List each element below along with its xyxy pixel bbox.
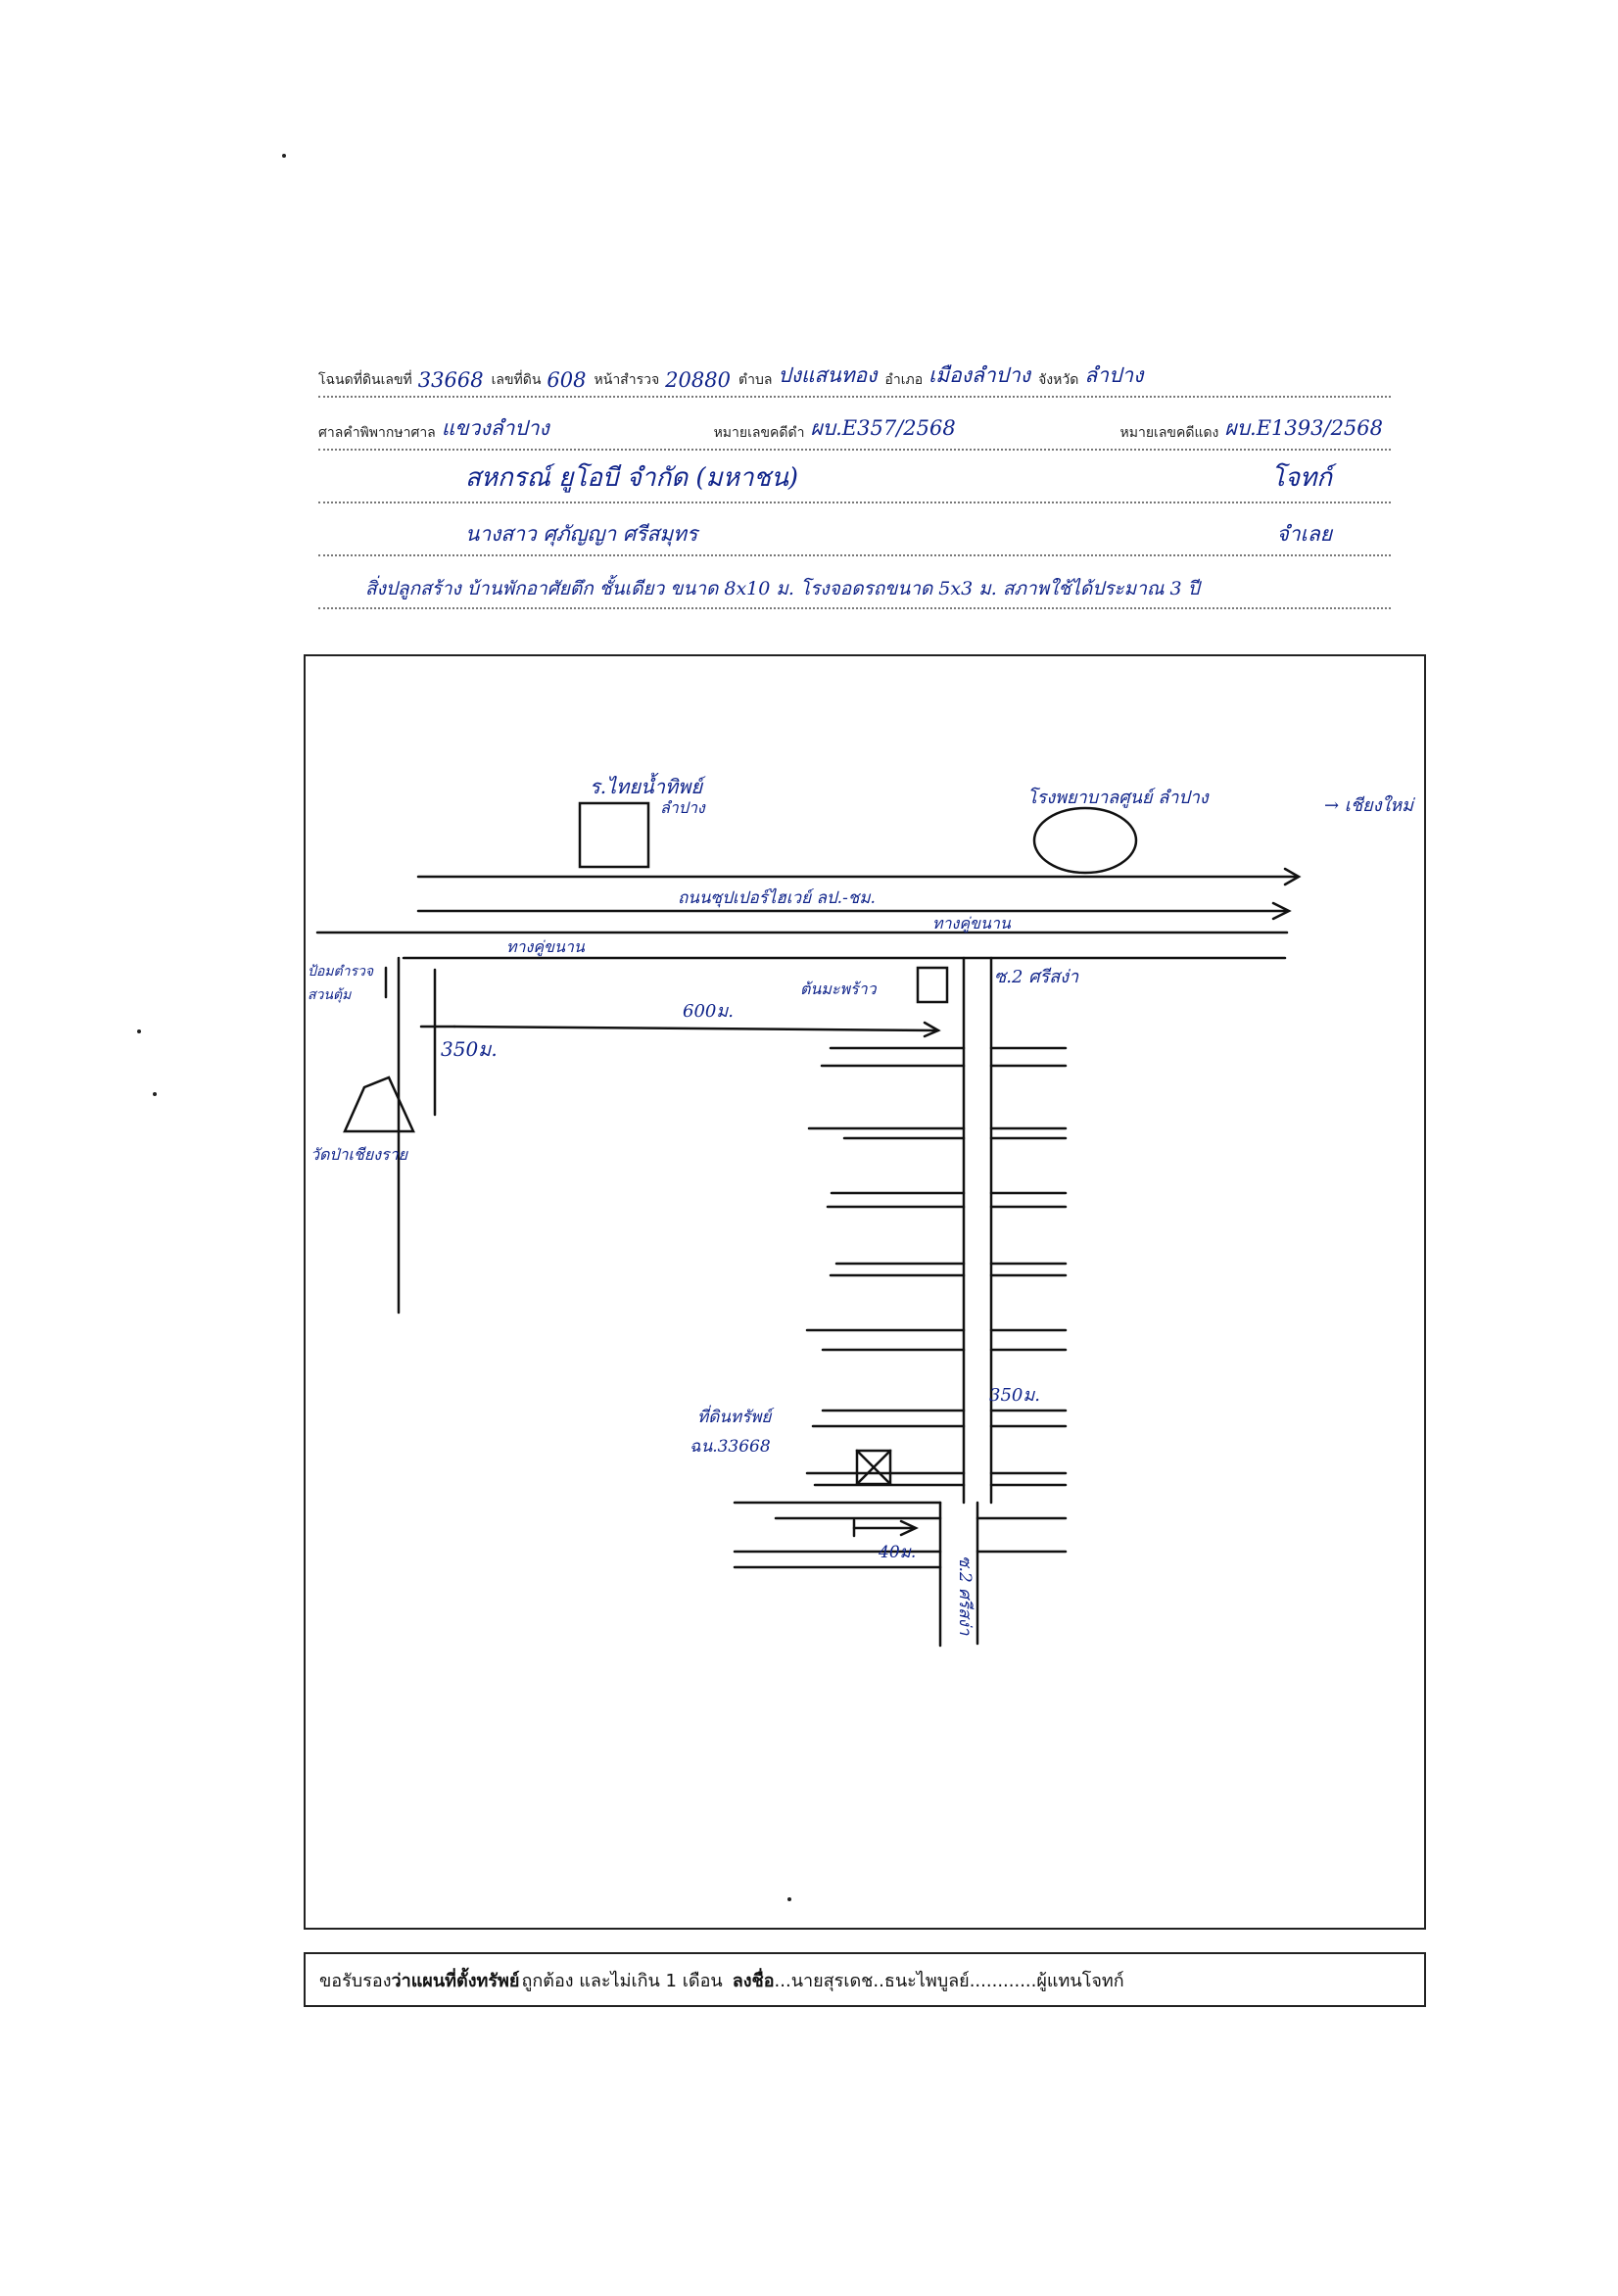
school-sub-label: ลำปาง <box>660 798 706 817</box>
property-label: ที่ดินทรัพย์ <box>697 1405 775 1427</box>
hospital-icon <box>1032 806 1138 875</box>
distance-top-label: 600ม. <box>683 1001 734 1022</box>
top-distance-line <box>452 1025 940 1032</box>
soi-top-label: ซ.2 ศรีสง่า <box>994 967 1079 987</box>
junction-label: ต้นมะพร้าว <box>800 980 878 998</box>
certification-box: ขอรับรอง ว่าแผนที่ตั้งทรัพย์ ถูกต้อง และ… <box>304 1952 1426 2007</box>
distance-left-label: 350ม. <box>441 1037 498 1061</box>
scan-dot <box>137 1029 141 1033</box>
location-map-frame: ร.ไทยน้ำทิพย์ ลำปาง โรงพยาบาลศูนย์ ลำปาง… <box>304 654 1426 1930</box>
deed-label: โฉนดที่ดินเลขที่ <box>318 372 412 388</box>
black-case-label: หมายเลขคดีดำ <box>713 425 805 441</box>
plaintiff-value: สหกรณ์ ยูโอบี จำกัด (มหาชน) <box>465 463 798 493</box>
top-distance-arrow-icon <box>923 1021 941 1038</box>
land-no-label: เลขที่ดิน <box>491 372 542 388</box>
distance-bottom-label: 40ม. <box>878 1543 916 1562</box>
school-label: ร.ไทยน้ำทิพย์ <box>590 772 706 798</box>
location-map: ร.ไทยน้ำทิพย์ ลำปาง โรงพยาบาลศูนย์ ลำปาง… <box>308 772 1415 1648</box>
deed-value: 33668 <box>417 368 484 392</box>
certify-bold: ว่าแผนที่ตั้งทรัพย์ <box>391 1970 520 1991</box>
deed-row: โฉนดที่ดินเลขที่ 33668 เลขที่ดิน 608 หน้… <box>318 353 1391 398</box>
case-header-form: โฉนดที่ดินเลขที่ 33668 เลขที่ดิน 608 หน้… <box>318 353 1391 617</box>
to-chiangmai-label: → เชียงใหม่ <box>1324 794 1415 816</box>
police-sub-label: สวนตุ้ม <box>308 987 352 1003</box>
district-value: เมืองลำปาง <box>928 363 1031 387</box>
scan-dot <box>153 1092 157 1096</box>
road-right-label: ทางคู่ขนาน <box>932 914 1012 933</box>
defendant-row: นางสาว ศุภัญญา ศรีสมุทร จำเลย <box>318 511 1391 556</box>
highway-label: ถนนซุปเปอร์ไฮเวย์ ลป.-ชม. <box>678 887 876 908</box>
description-value: สิ่งปลูกสร้าง บ้านพักอาศัยตึก ชั้นเดียว … <box>365 578 1200 599</box>
temple-icon <box>343 1076 415 1133</box>
red-case-label: หมายเลขคดีแดง <box>1119 425 1219 441</box>
survey-page-label: หน้าสำรวจ <box>594 372 660 388</box>
land-no-value: 608 <box>547 368 587 392</box>
road-left-label: ทางคู่ขนาน <box>506 937 586 957</box>
certify-prefix: ขอรับรอง <box>319 1970 392 1991</box>
court-value: แขวงลำปาง <box>441 416 549 440</box>
black-case-value: ผบ.E357/2568 <box>810 416 956 440</box>
province-value: ลำปาง <box>1084 363 1144 387</box>
hospital-label: โรงพยาบาลศูนย์ ลำปาง <box>1027 787 1210 808</box>
property-marker-icon <box>855 1449 892 1486</box>
bottom-distance-arrow-icon <box>899 1519 919 1537</box>
school-building-icon <box>578 801 650 869</box>
highway-arrow-icon <box>1283 867 1302 886</box>
description-row: สิ่งปลูกสร้าง บ้านพักอาศัยตึก ชั้นเดียว … <box>318 564 1391 609</box>
red-case-value: ผบ.E1393/2568 <box>1224 416 1384 440</box>
scan-dot <box>282 154 286 158</box>
frontage-arrow-icon <box>1271 901 1292 921</box>
district-label: อำเภอ <box>884 372 924 388</box>
province-label: จังหวัด <box>1038 372 1079 388</box>
defendant-value: นางสาว ศุภัญญา ศรีสมุทร <box>465 522 698 546</box>
plaintiff-role: โจทก์ <box>1270 463 1332 493</box>
case-row: ศาลคำพิพากษาศาล แขวงลำปาง หมายเลขคดีดำ ผ… <box>318 406 1391 451</box>
signer-name: ...นายสุรเดช..ธนะไพบูลย์............ <box>774 1970 1037 1991</box>
signer-role: ผู้แทนโจทก์ <box>1036 1970 1124 1991</box>
police-label: ป้อมตำรวจ <box>308 964 374 980</box>
court-label: ศาลคำพิพากษาศาล <box>318 425 436 441</box>
defendant-role: จำเลย <box>1276 522 1332 546</box>
property-deed-label: ฉน.33668 <box>690 1437 771 1457</box>
subdistrict-label: ตำบล <box>738 372 773 388</box>
scan-dot <box>787 1897 791 1901</box>
plaintiff-row: สหกรณ์ ยูโอบี จำกัด (มหาชน) โจทก์ <box>318 458 1391 503</box>
distance-soi-label: 350ม. <box>989 1385 1040 1406</box>
coconut-tree-icon <box>916 966 949 1004</box>
soi-bottom-label: ซ.2 ศรีสง่า <box>955 1555 975 1636</box>
certify-rest: ถูกต้อง และไม่เกิน 1 เดือน <box>521 1970 723 1991</box>
sign-label: ลงชื่อ <box>732 1970 775 1991</box>
survey-page-value: 20880 <box>665 368 731 392</box>
subdistrict-value: ปงแสนทอง <box>778 363 878 387</box>
temple-label: วัดป่าเชียงราย <box>310 1145 409 1164</box>
